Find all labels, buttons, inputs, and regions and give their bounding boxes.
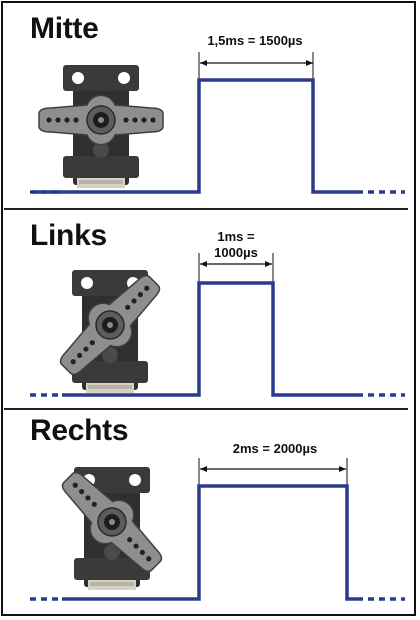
pwm-signal-links: [62, 281, 357, 397]
pulse-width-label-mitte: 1,5ms = 1500µs: [207, 33, 303, 48]
section-title-mitte: Mitte: [30, 12, 99, 45]
servo-image-rechts: [50, 460, 174, 590]
section-title-links: Links: [30, 219, 107, 252]
pulse-width-label-links: 1ms = 1000µs: [214, 229, 258, 261]
servo-image-links: [48, 263, 172, 393]
servo-image-mitte: [38, 65, 164, 188]
pulse-width-label-rechts: 2ms = 2000µs: [232, 441, 318, 456]
pwm-signal-rechts: [62, 484, 357, 601]
section-divider: [4, 208, 408, 210]
section-title-rechts: Rechts: [30, 414, 129, 447]
section-divider: [4, 408, 408, 410]
